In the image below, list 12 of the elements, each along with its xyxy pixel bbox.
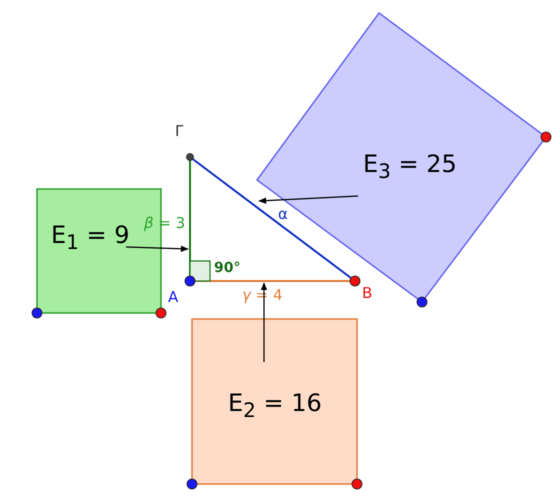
arrow [258, 195, 358, 204]
area-label: E$_{3}$ = 25 [363, 152, 457, 181]
vertex-label: Γ [175, 124, 184, 139]
square [192, 319, 357, 484]
vertex-label: A [168, 290, 178, 305]
area-label: E$_{2}$ = 16 [228, 391, 322, 420]
area-label: E$_{1}$ = 9 [51, 223, 130, 252]
angle-label: 90° [214, 261, 240, 275]
side-label: α [278, 207, 288, 222]
arrow [126, 246, 189, 252]
vertex-label: B [362, 286, 372, 301]
square [37, 189, 161, 313]
